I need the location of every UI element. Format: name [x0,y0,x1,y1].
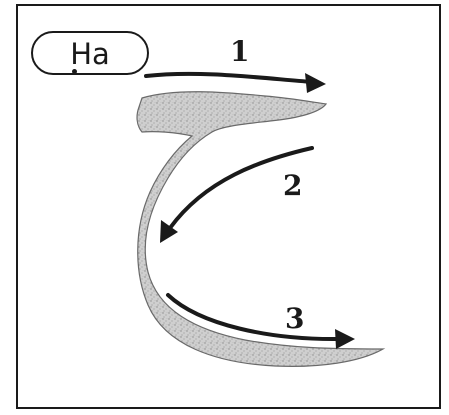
arrowhead-2 [160,220,178,243]
arrowhead-3 [335,329,355,349]
step-number-2: 2 [283,169,303,202]
letter-name-label: Ha [70,37,110,71]
letter-name-badge: Ha [31,31,149,75]
letter-underdot [72,69,77,74]
step-number-3: 3 [285,302,305,335]
step-number-1: 1 [230,35,250,68]
stroke-arrow-1 [144,71,314,84]
arrowhead-1 [305,73,326,93]
letter-ha-glyph [136,91,386,367]
stroke-arrow-2 [168,146,314,230]
stroke-arrow-3 [166,293,342,342]
